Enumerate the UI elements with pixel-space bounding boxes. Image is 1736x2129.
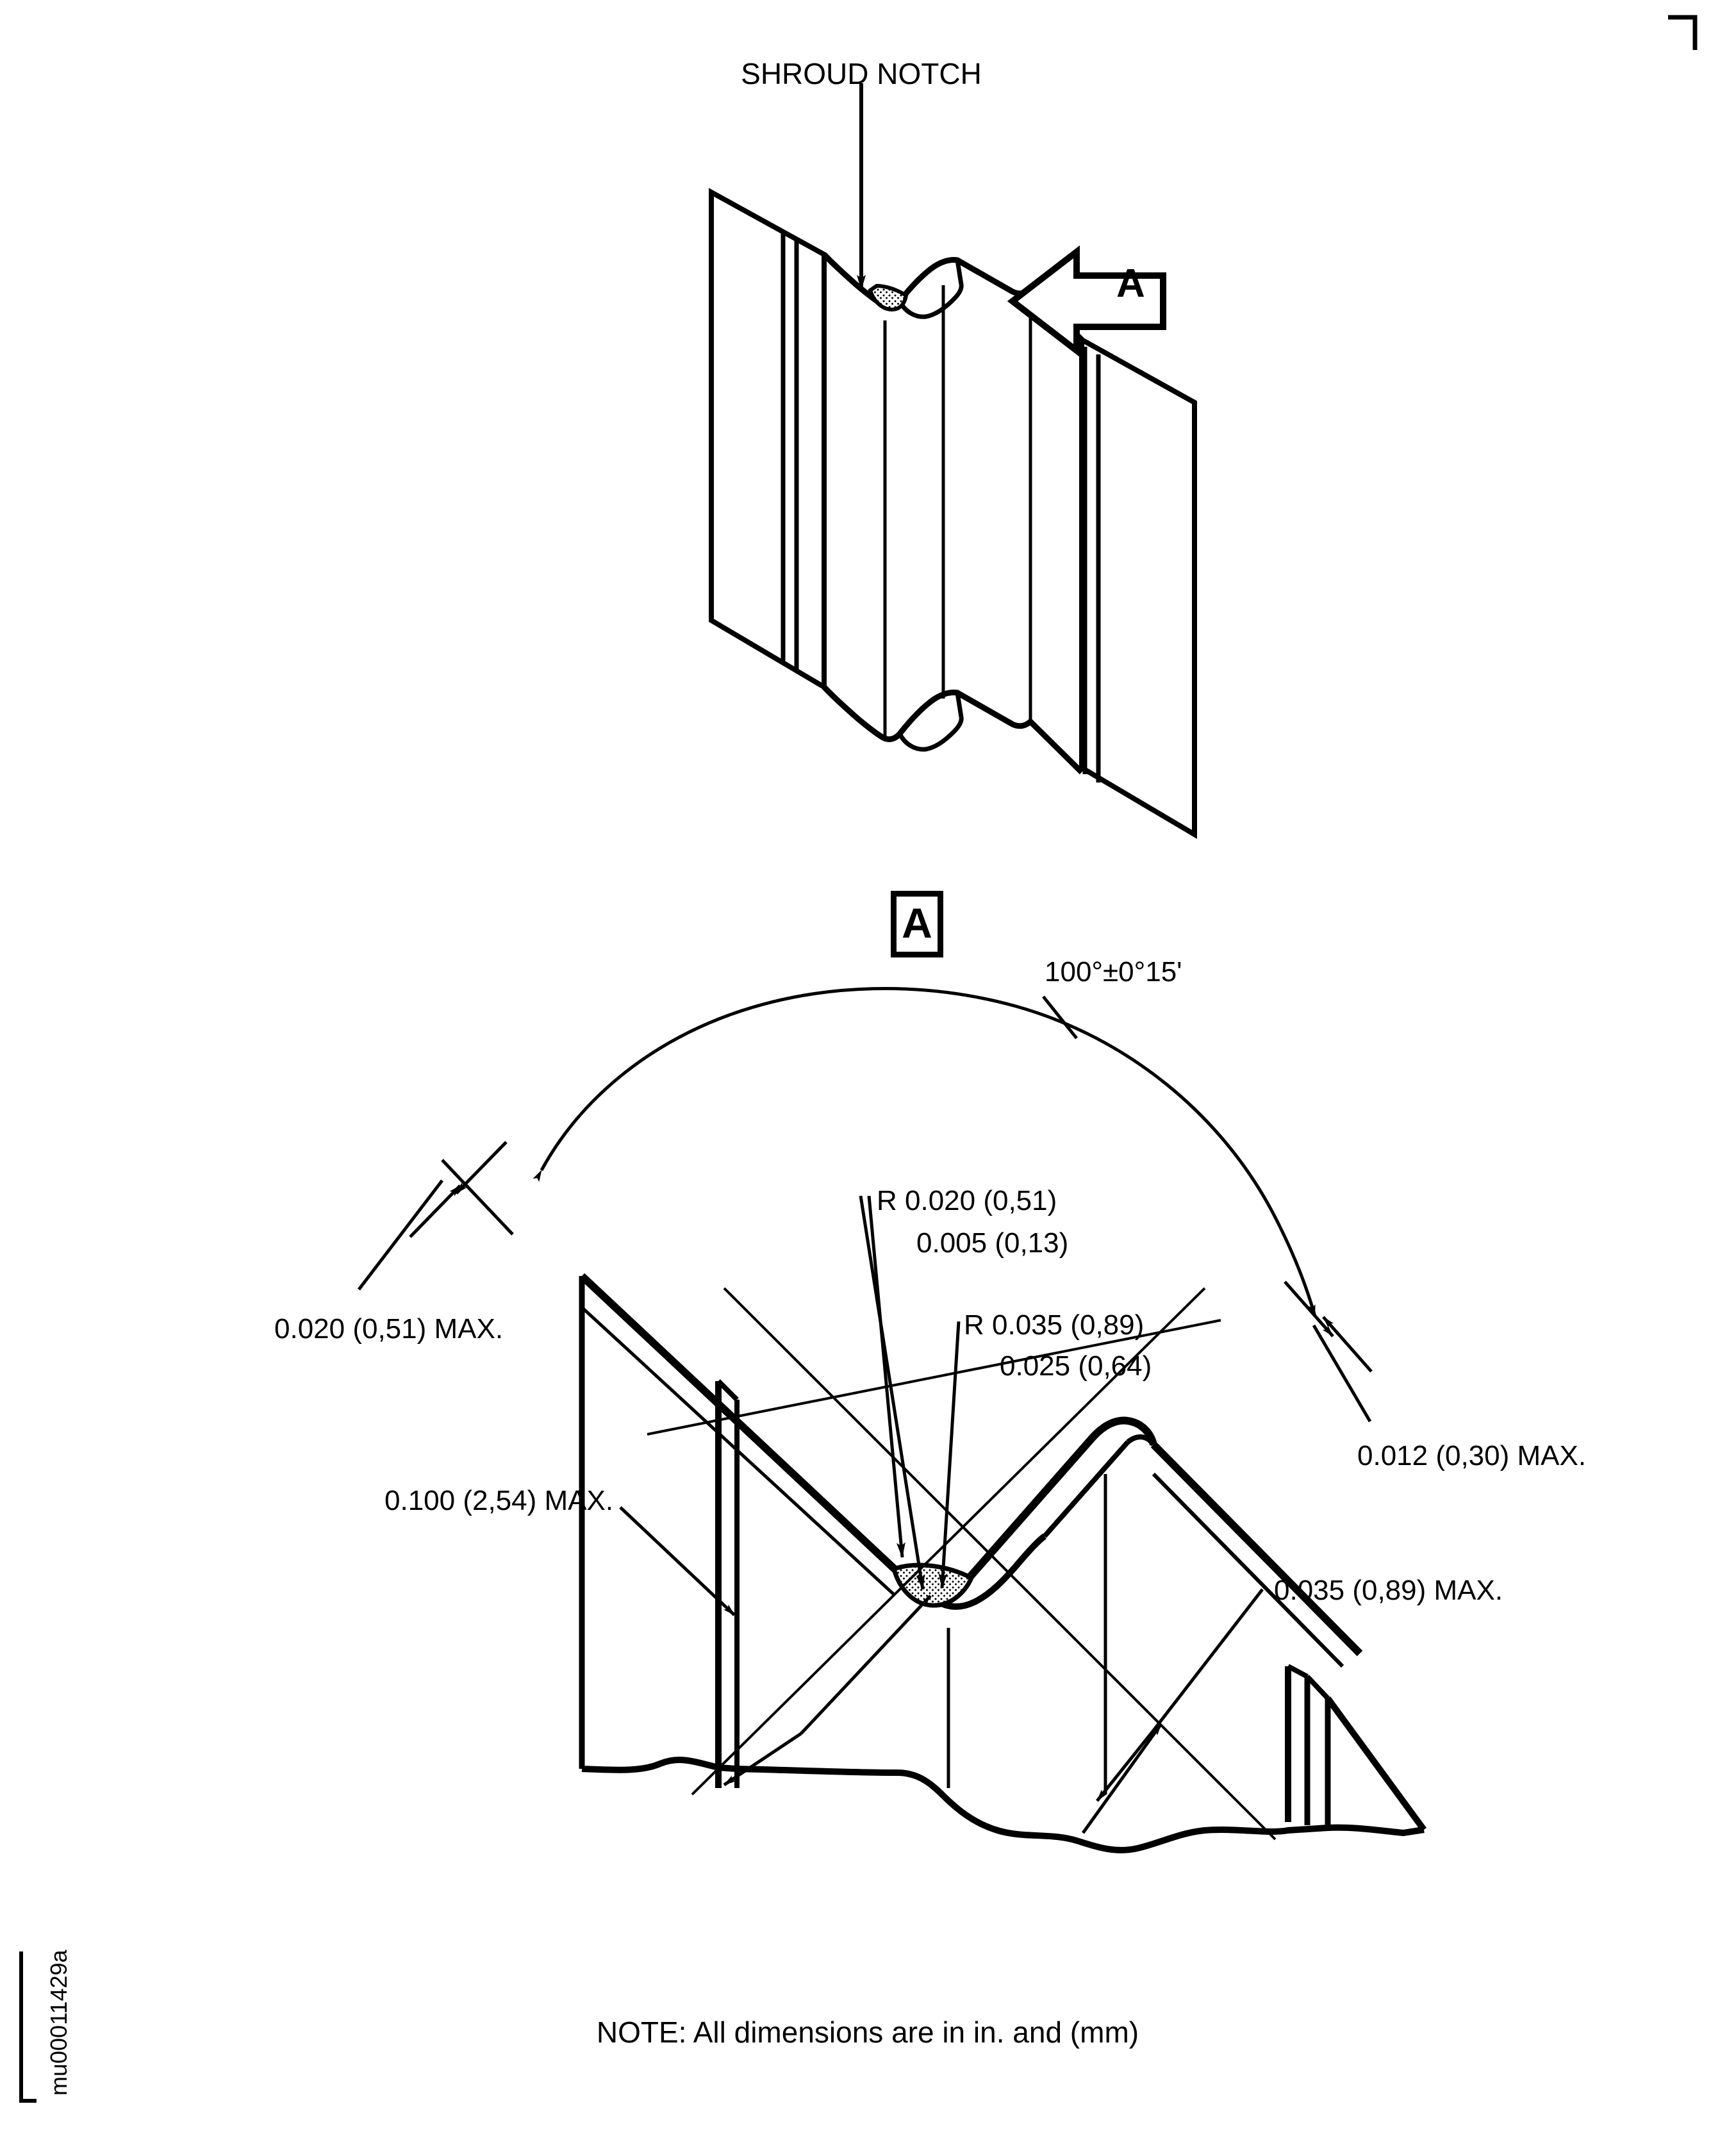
- angle-dimension: 100°±0°15': [1045, 956, 1182, 988]
- figure-code: mu00011429a: [45, 1950, 72, 2096]
- crop-corner-mark: [1668, 15, 1698, 50]
- figure-code-bracket: [19, 1951, 37, 2103]
- radius-callout-notch-root-lower: 0.005 (0,13): [916, 1227, 1069, 1259]
- shroud-notch-label: SHROUD NOTCH: [741, 57, 982, 90]
- dimension-left-web-max: 0.100 (2,54) MAX.: [384, 1485, 614, 1516]
- dimension-leaders: [358, 1141, 1373, 1841]
- angle-arc: [533, 986, 1317, 1317]
- dimension-right-web-max: 0.035 (0,89) MAX.: [1274, 1575, 1503, 1606]
- radius-callout-notch-fillet-upper: R 0.035 (0,89): [964, 1309, 1145, 1341]
- dimension-right-flange-max: 0.012 (0,30) MAX.: [1357, 1440, 1587, 1471]
- units-note: NOTE: All dimensions are in in. and (mm): [596, 2016, 1139, 2049]
- radius-callout-notch-root-upper: R 0.020 (0,51): [877, 1185, 1057, 1216]
- radius-callout-notch-fillet-lower: 0.025 (0,64): [1000, 1350, 1152, 1382]
- view-arrow-label-a: A: [1116, 261, 1145, 306]
- view-direction-arrow-a: [1007, 245, 1166, 358]
- section-tag-a-letter: A: [902, 899, 932, 947]
- section-part-outline: [579, 1273, 1427, 1853]
- dimension-left-flange-max: 0.020 (0,51) MAX.: [274, 1313, 504, 1345]
- section-tag-a: A: [891, 891, 943, 957]
- isometric-shroud-body: [709, 188, 1197, 840]
